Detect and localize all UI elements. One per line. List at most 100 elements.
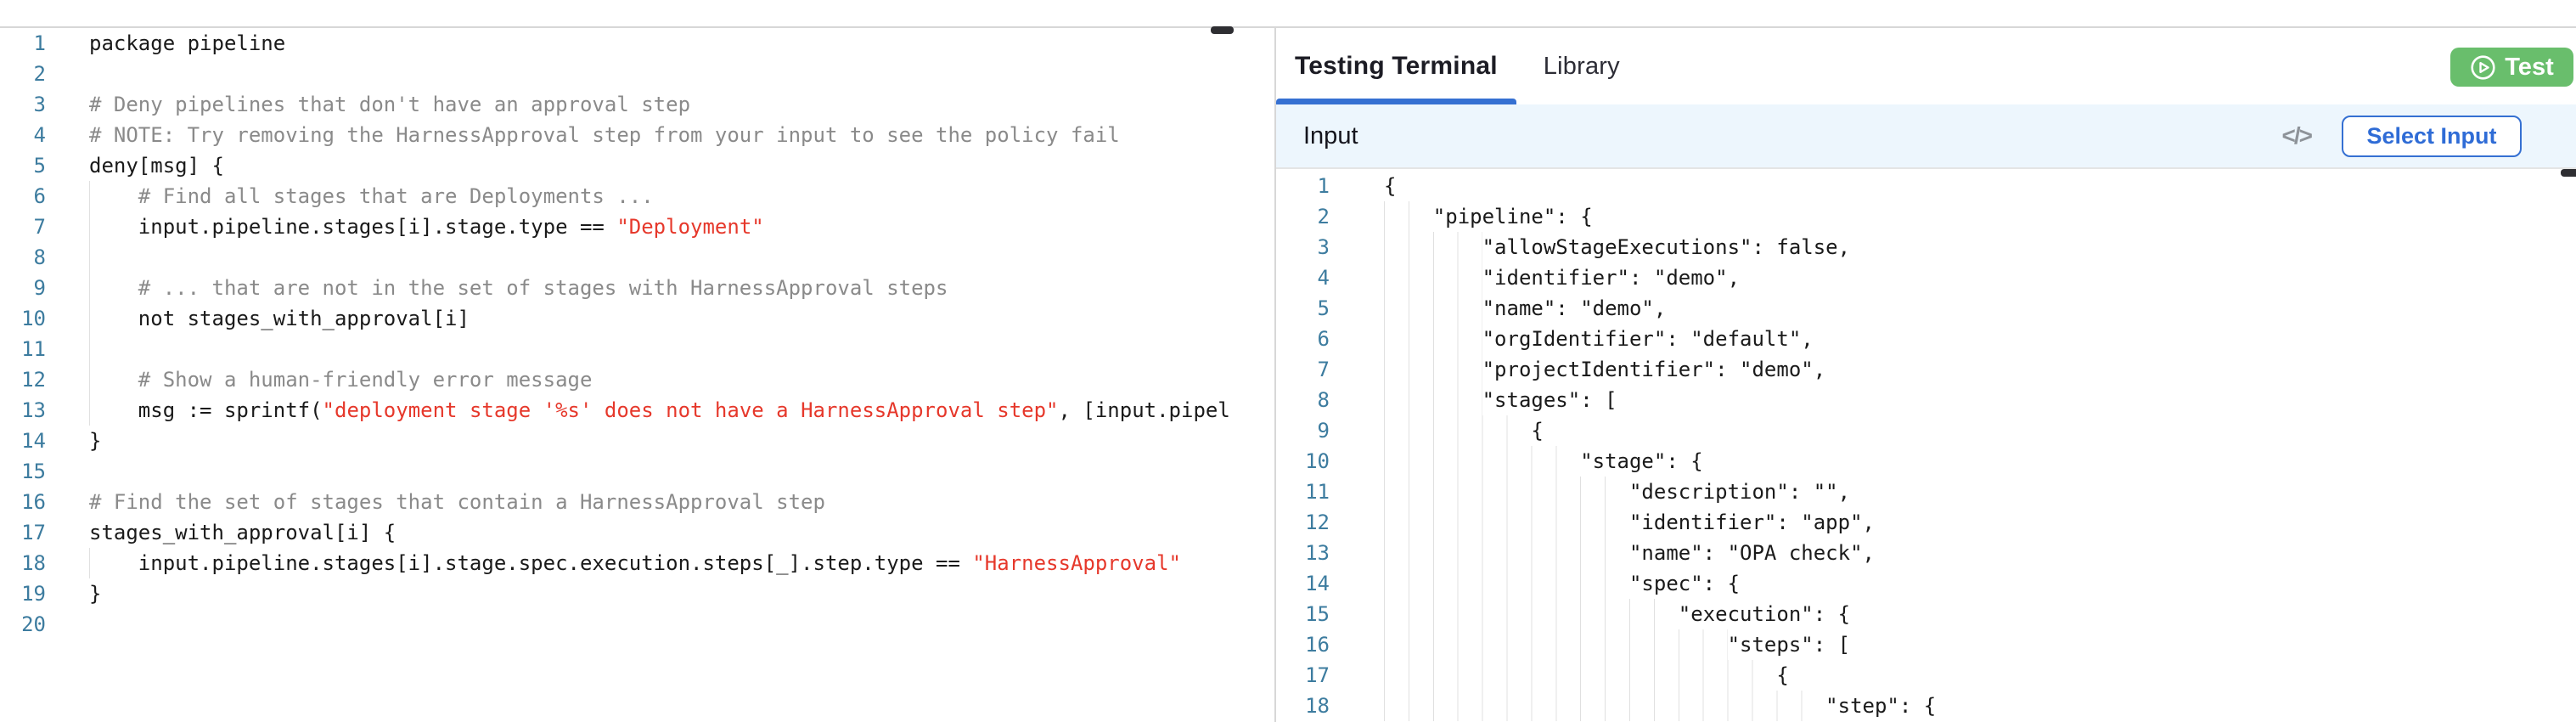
line-number: 13 xyxy=(1305,541,1330,565)
code-line-content: deny[msg] { xyxy=(89,154,224,178)
input-json-line[interactable]: 12 "identifier": "app", xyxy=(1276,507,2576,538)
policy-code-line[interactable]: 9# ... that are not in the set of stages… xyxy=(0,273,1233,303)
code-token: "stages": [ xyxy=(1482,388,1617,412)
left-editor-collapse-handle[interactable] xyxy=(1211,26,1234,34)
indent-guides xyxy=(1384,691,1826,721)
select-input-button[interactable]: Select Input xyxy=(2342,115,2522,157)
line-number: 1 xyxy=(1317,174,1330,198)
code-line-content: "execution": { xyxy=(1384,599,1851,629)
input-json-line[interactable]: 8 "stages": [ xyxy=(1276,385,2576,415)
code-token: stages_with_approval[i] { xyxy=(89,521,397,544)
input-json-line[interactable]: 16"steps": [ xyxy=(1276,629,2576,660)
policy-code-line[interactable]: 8 xyxy=(0,242,1233,273)
input-json-line[interactable]: 14"spec": { xyxy=(1276,568,2576,599)
line-number: 9 xyxy=(1317,419,1330,443)
indent-guides xyxy=(1384,293,1482,324)
string-token: "Deployment" xyxy=(616,215,764,239)
input-json-line[interactable]: 18"step": { xyxy=(1276,691,2576,721)
input-json-line[interactable]: 17{ xyxy=(1276,660,2576,691)
policy-code-line[interactable]: 3# Deny pipelines that don't have an app… xyxy=(0,89,1233,120)
panel-divider[interactable] xyxy=(1274,28,1276,722)
indent-guides xyxy=(1384,201,1433,232)
input-json-line[interactable]: 11"description": "", xyxy=(1276,477,2576,507)
code-token: msg := sprintf( xyxy=(138,398,323,422)
indent-guides xyxy=(1384,599,1679,629)
input-json-line[interactable]: 9{ xyxy=(1276,415,2576,446)
input-json-line[interactable]: 2"pipeline": { xyxy=(1276,201,2576,232)
code-line-content: # Find all stages that are Deployments .… xyxy=(89,181,654,212)
line-number: 8 xyxy=(33,245,46,269)
code-token: "name": "OPA check", xyxy=(1628,541,1875,565)
tab-testing-terminal[interactable]: Testing Terminal xyxy=(1276,28,1516,104)
policy-code-line[interactable]: 13 msg := sprintf("deployment stage '%s' … xyxy=(0,395,1233,426)
code-line-content xyxy=(89,334,138,364)
code-line-content: "spec": { xyxy=(1384,568,1740,599)
policy-code-line[interactable]: 16# Find the set of stages that contain … xyxy=(0,487,1233,517)
policy-code-line[interactable]: 2 xyxy=(0,59,1233,89)
indent-guides xyxy=(89,395,138,426)
indent-guides xyxy=(1384,538,1629,568)
line-number: 13 xyxy=(21,398,46,422)
line-number: 5 xyxy=(1317,296,1330,320)
policy-code-line[interactable]: 11 xyxy=(0,334,1233,364)
line-number: 15 xyxy=(1305,602,1330,626)
line-number: 18 xyxy=(1305,694,1330,718)
input-json-line[interactable]: 10"stage": { xyxy=(1276,446,2576,477)
input-json-line[interactable]: 13 "name": "OPA check", xyxy=(1276,538,2576,568)
tab-library[interactable]: Library xyxy=(1525,28,1639,104)
line-number: 8 xyxy=(1317,388,1330,412)
code-token: package pipeline xyxy=(89,31,286,55)
indent-guides xyxy=(1384,232,1482,262)
test-button[interactable]: Test xyxy=(2450,48,2573,87)
input-json-line[interactable]: 5"name": "demo", xyxy=(1276,293,2576,324)
line-number: 14 xyxy=(21,429,46,453)
input-json-line[interactable]: 15 "execution": { xyxy=(1276,599,2576,629)
code-token: input.pipeline.stages[i].stage.spec.exec… xyxy=(138,551,973,575)
line-number: 7 xyxy=(1317,358,1330,381)
code-line-content: "orgIdentifier": "default", xyxy=(1384,324,1814,354)
code-line-content: input.pipeline.stages[i].stage.type == "… xyxy=(89,212,764,242)
line-number: 12 xyxy=(1305,510,1330,534)
line-number: 19 xyxy=(21,582,46,606)
code-token: "execution": { xyxy=(1678,602,1851,626)
input-json-line[interactable]: 4"identifier": "demo", xyxy=(1276,262,2576,293)
input-json-editor[interactable]: 1{2"pipeline": {3"allowStageExecutions":… xyxy=(1276,171,2576,722)
policy-code-line[interactable]: 14} xyxy=(0,426,1233,456)
policy-code-line[interactable]: 15 xyxy=(0,456,1233,487)
right-editor-collapse-handle[interactable] xyxy=(2561,169,2576,177)
line-number: 18 xyxy=(21,551,46,575)
code-token: "projectIdentifier": "demo", xyxy=(1482,358,1826,381)
input-json-line[interactable]: 3"allowStageExecutions": false, xyxy=(1276,232,2576,262)
line-number: 12 xyxy=(21,368,46,392)
input-json-line[interactable]: 1{ xyxy=(1276,171,2576,201)
play-icon xyxy=(2471,54,2495,80)
policy-code-line[interactable]: 4# NOTE: Try removing the HarnessApprova… xyxy=(0,120,1233,150)
policy-code-line[interactable]: 20 xyxy=(0,609,1233,640)
code-token: "identifier": "app", xyxy=(1628,510,1875,534)
input-json-line[interactable]: 7 "projectIdentifier": "demo", xyxy=(1276,354,2576,385)
line-number: 10 xyxy=(1305,449,1330,473)
code-line-content: { xyxy=(1384,174,1396,198)
comment-token: # ... that are not in the set of stages … xyxy=(138,276,948,300)
code-token: } xyxy=(89,429,102,453)
policy-code-line[interactable]: 19} xyxy=(0,578,1233,609)
code-token: { xyxy=(1776,663,1789,687)
code-token: "steps": [ xyxy=(1727,633,1851,657)
line-number: 15 xyxy=(21,460,46,483)
policy-code-line[interactable]: 12# Show a human-friendly error message xyxy=(0,364,1233,395)
input-json-line[interactable]: 6"orgIdentifier": "default", xyxy=(1276,324,2576,354)
comment-token: # Find the set of stages that contain a … xyxy=(89,490,825,514)
policy-code-line[interactable]: 18 input.pipeline.stages[i].stage.spec.ex… xyxy=(0,548,1233,578)
code-line-content: # Deny pipelines that don't have an appr… xyxy=(89,93,690,116)
code-view-icon[interactable]: </> xyxy=(2281,122,2314,149)
string-token: "deployment stage '%s' does not have a H… xyxy=(322,398,1059,422)
policy-code-line[interactable]: 6# Find all stages that are Deployments … xyxy=(0,181,1233,212)
code-line-content: { xyxy=(1384,415,1544,446)
